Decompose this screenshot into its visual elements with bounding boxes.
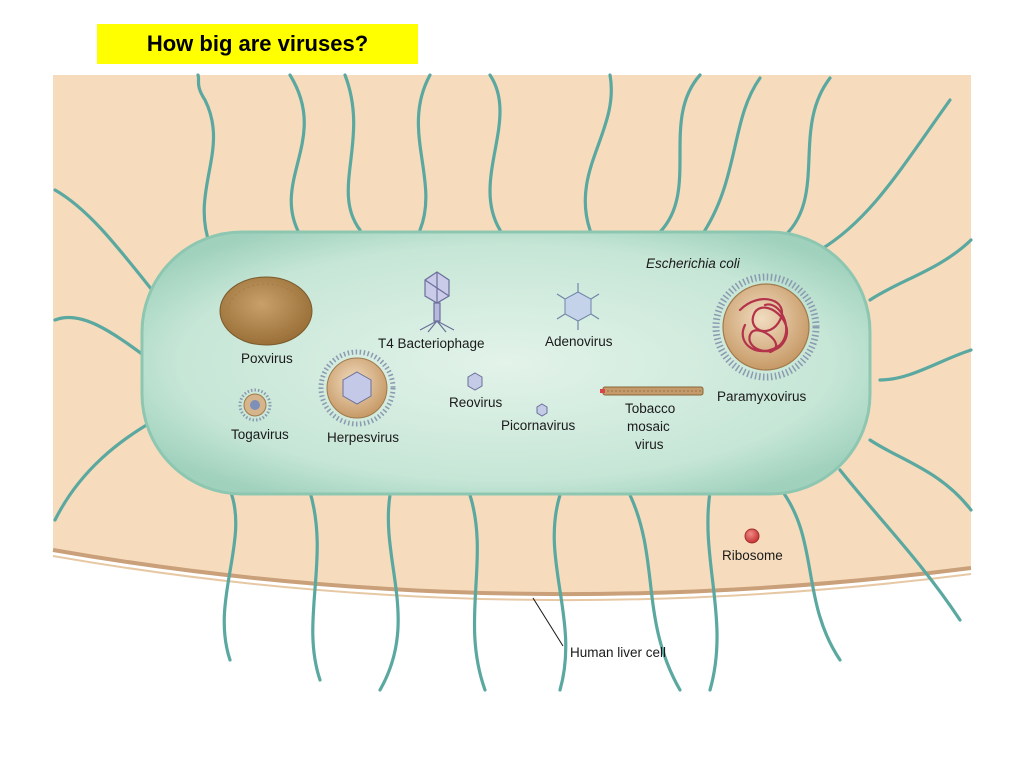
label-tmv-line3: virus	[635, 437, 664, 452]
label-herpesvirus: Herpesvirus	[327, 430, 399, 445]
label-paramyxovirus: Paramyxovirus	[717, 389, 807, 404]
label-adenovirus: Adenovirus	[545, 334, 613, 349]
paramyxovirus-shape	[712, 273, 820, 381]
title-box: How big are viruses?	[97, 24, 418, 64]
label-human-liver-cell: Human liver cell	[570, 645, 666, 660]
label-ribosome: Ribosome	[722, 548, 783, 563]
poxvirus-shape	[219, 276, 313, 346]
label-t4: T4 Bacteriophage	[378, 336, 485, 351]
flagella	[53, 73, 973, 692]
tobacco-mosaic-virus-shape	[600, 386, 704, 396]
ecoli-cell	[140, 230, 872, 496]
label-picornavirus: Picornavirus	[501, 418, 576, 433]
label-ecoli: Escherichia coli	[646, 256, 741, 271]
slide-title: How big are viruses?	[146, 31, 369, 56]
t4-bacteriophage-shape	[419, 271, 455, 333]
ribosome-shape	[744, 528, 760, 544]
label-poxvirus: Poxvirus	[241, 351, 293, 366]
togavirus-shape	[238, 388, 272, 422]
label-reovirus: Reovirus	[449, 395, 503, 410]
picornavirus-shape	[536, 403, 548, 417]
herpesvirus-shape	[318, 349, 396, 427]
adenovirus-shape	[556, 283, 600, 330]
label-tmv-line2: mosaic	[627, 419, 670, 434]
label-togavirus: Togavirus	[231, 427, 289, 442]
label-tmv-line1: Tobacco	[625, 401, 675, 416]
liver-leader-line	[532, 597, 564, 647]
reovirus-shape	[467, 372, 483, 391]
